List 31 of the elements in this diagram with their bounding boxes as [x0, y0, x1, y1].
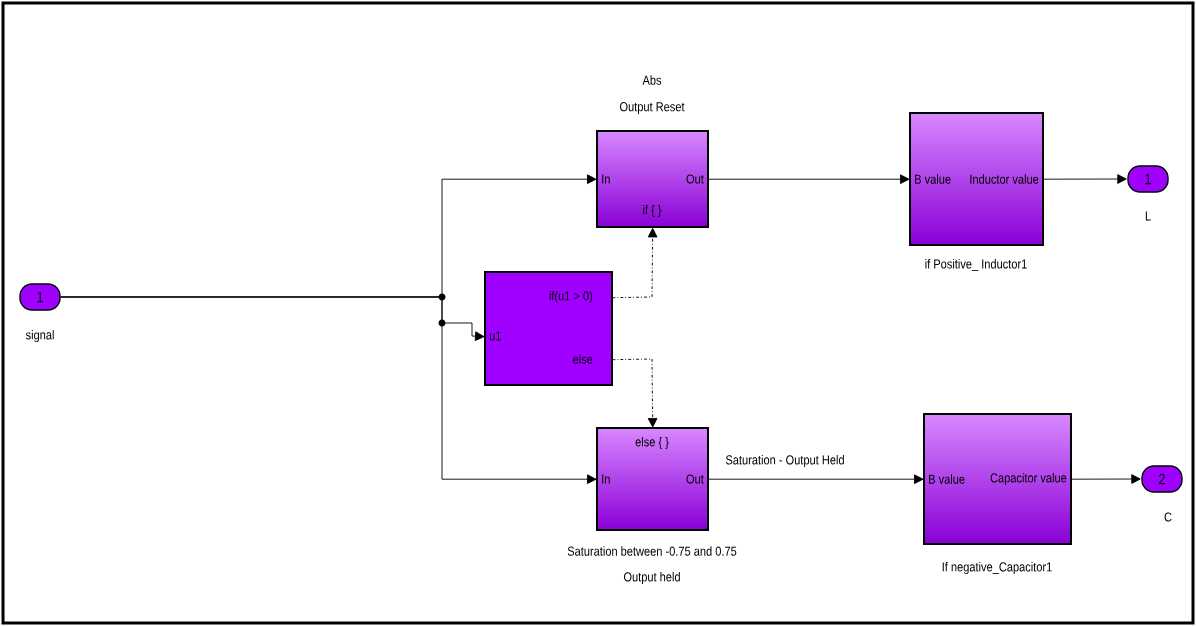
node-label: In [602, 474, 610, 484]
connector-arrow [707, 474, 924, 484]
block-label: Output Reset [619, 102, 685, 114]
block-label: Saturation between -0.75 and 0.75 [567, 546, 737, 556]
port-block: 1 [1127, 165, 1169, 193]
node-label: Out [686, 174, 704, 184]
block-label: Output held [623, 571, 680, 585]
subsystem-block: B value Capacitor value [923, 413, 1072, 545]
edge-label: Saturation - Output Held [725, 454, 844, 468]
port-block: 1 [19, 283, 61, 311]
connector-arrow [1042, 174, 1127, 184]
block-label: L [1145, 211, 1151, 221]
block-label: Abs [642, 75, 662, 85]
block-label: if Positive_ Inductor1 [925, 259, 1027, 271]
connector-arrow [60, 296, 597, 484]
node-label: if { } [643, 204, 662, 218]
node-label: In [602, 174, 610, 184]
connector-arrow [707, 174, 910, 185]
subsystem-block: B value Inductor value [909, 112, 1044, 246]
block-label: C [1164, 512, 1172, 522]
node-label: else { } [635, 436, 669, 450]
connector-arrow [611, 227, 658, 299]
subsystem-block: else { } In Out [596, 427, 709, 531]
port-block: 2 [1141, 465, 1183, 493]
subsystem-block: In Out if { } [596, 130, 709, 228]
connector-arrow [611, 358, 658, 428]
block-label: If negative_Capacitor1 [942, 561, 1052, 575]
block-label: signal [25, 329, 54, 343]
subsystem-block: u1 if(u1 > 0) else [484, 271, 613, 386]
connector-arrow [1070, 474, 1141, 484]
node-label: Out [686, 474, 704, 484]
